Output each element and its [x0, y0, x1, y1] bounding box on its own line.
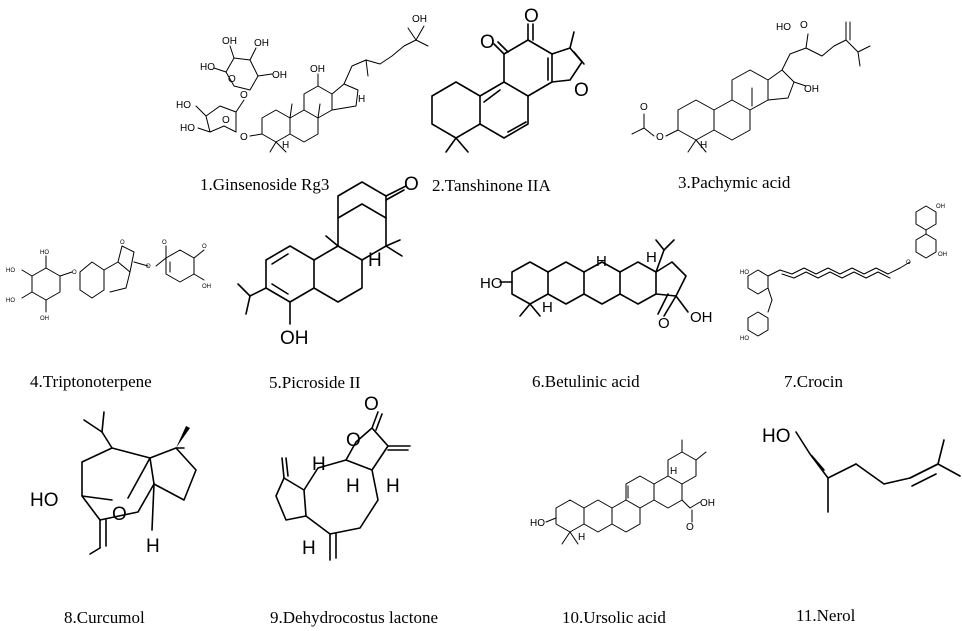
o-furan: O: [574, 80, 589, 101]
ho-sugar-1: HO: [180, 123, 195, 134]
h-betulinic-1: H: [542, 299, 553, 316]
structure-2-tanshinone-iia: O O O: [431, 6, 589, 153]
o-carbonyl-9: O: [364, 394, 379, 415]
o-ring-2: O: [228, 74, 236, 85]
h-label-1a: H: [358, 94, 365, 105]
caption-11: 11.Nerol: [796, 606, 856, 625]
o-trip-link: O: [72, 270, 77, 276]
o-epoxide: O: [120, 240, 125, 246]
oh-crocin-4: OH: [938, 252, 947, 258]
ho-crocin-2: HO: [740, 336, 749, 342]
caption-1: 1.Ginsenoside Rg3: [200, 175, 330, 194]
caption-9: 9.Dehydrocostus lactone: [270, 608, 439, 627]
oh-crocin-3: OH: [936, 204, 945, 210]
structure-8-curcumol: HO O H: [30, 411, 197, 557]
caption-8: 8.Curcumol: [64, 608, 145, 627]
structure-4-triptonoterpene: HO HO OH HO O O O O O OH: [6, 240, 211, 322]
structure-11-nerol: HO: [762, 426, 961, 513]
structure-5-picroside-ii: O H OH: [237, 174, 419, 349]
oh-sugar-4: OH: [272, 70, 287, 81]
h-label-1b: H: [282, 140, 289, 151]
caption-4: 4.Triptonoterpene: [30, 372, 152, 391]
ho-trip-1: HO: [6, 268, 15, 274]
o-glycoside: O: [240, 132, 248, 143]
structure-9-dehydrocostus-lactone: O O H H H H: [275, 394, 411, 561]
o-ester-4: O: [146, 264, 151, 270]
h-curcumol: H: [146, 536, 160, 557]
h-betulinic-3: H: [646, 249, 657, 266]
ho-trip-2: HO: [6, 298, 15, 304]
caption-10: 10.Ursolic acid: [562, 608, 666, 627]
o-ring-1: O: [222, 115, 230, 126]
oh-trip-3: OH: [40, 316, 49, 322]
h-dehydro-4: H: [302, 538, 316, 559]
oh-sugar-5: OH: [222, 36, 237, 47]
o-betulinic-carbonyl: O: [658, 315, 670, 332]
h-dehydro-1: H: [312, 454, 326, 475]
o-acetyl: O: [656, 132, 664, 143]
o-carbonyl-4: O: [162, 240, 167, 246]
caption-2: 2.Tanshinone IIA: [432, 176, 551, 195]
o-methoxy: O: [202, 244, 207, 250]
o-crocin-ester: O: [906, 260, 911, 266]
h-ursolic-1: H: [670, 466, 677, 477]
h-betulinic-2: H: [596, 253, 607, 270]
ho-sugar-2: HO: [176, 100, 191, 111]
o-acetyl-carbonyl: O: [640, 102, 648, 113]
ho-sugar-6: HO: [200, 62, 215, 73]
h-dehydro-3: H: [386, 476, 400, 497]
o-ursolic-carbonyl: O: [686, 522, 694, 533]
o-acid-3: O: [800, 20, 808, 31]
structure-7-crocin: HO HO OH OH O: [740, 204, 947, 342]
h-pachymic: H: [700, 140, 707, 151]
o-quinone-2: O: [524, 6, 539, 27]
o-lactone-9: O: [346, 430, 361, 451]
o-bridge-curcumol: O: [112, 504, 127, 525]
oh-side-chain: OH: [412, 14, 427, 25]
ho-acid-3: HO: [776, 22, 791, 33]
ho-betulinic: HO: [480, 275, 503, 292]
oh-betulinic-acid: OH: [690, 309, 713, 326]
oh-12: OH: [310, 64, 325, 75]
structure-3-pachymic-acid: OH HO O O O H: [631, 20, 871, 153]
h-picroside: H: [368, 250, 382, 271]
o-link: O: [240, 90, 248, 101]
o-quinone-1: O: [480, 32, 495, 53]
caption-5: 5.Picroside II: [269, 373, 361, 392]
oh-ursolic-acid: OH: [700, 498, 715, 509]
h-ursolic-2: H: [578, 532, 585, 543]
ho-curcumol: HO: [30, 490, 59, 511]
caption-3: 3.Pachymic acid: [678, 173, 791, 192]
h-dehydro-2: H: [346, 476, 360, 497]
ho-nerol: HO: [762, 426, 791, 447]
ho-crocin-1: HO: [740, 270, 749, 276]
caption-7: 7.Crocin: [784, 372, 844, 391]
oh-sugar-3: OH: [254, 38, 269, 49]
structure-1-ginsenoside-rg3: OH OH H H O HO HO O O OH OH OH HO O: [176, 14, 429, 153]
oh-pachymic: OH: [804, 84, 819, 95]
o-ketone-5: O: [404, 174, 419, 195]
ho-ursolic: HO: [530, 518, 545, 529]
structure-10-ursolic-acid: HO OH O H H: [530, 439, 715, 545]
caption-6: 6.Betulinic acid: [532, 372, 640, 391]
structure-6-betulinic-acid: HO O OH H H H: [480, 239, 713, 332]
oh-picroside: OH: [280, 328, 309, 349]
oh-trip-phenol: OH: [202, 284, 211, 290]
ho-trip-4: HO: [40, 250, 49, 256]
